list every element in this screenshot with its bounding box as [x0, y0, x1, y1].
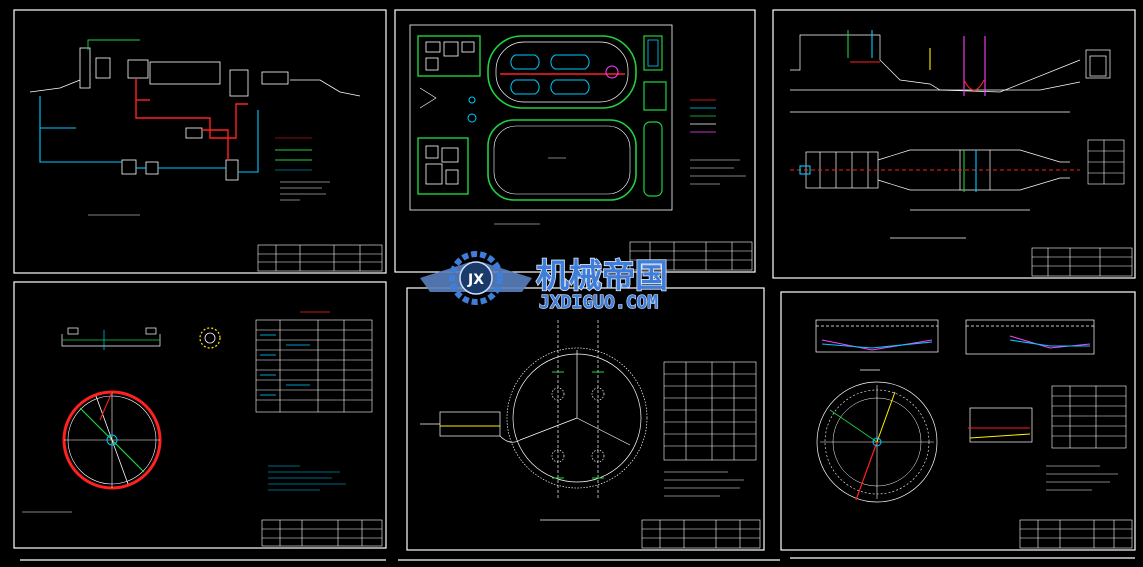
parameter-table	[255, 319, 373, 413]
notes	[1046, 465, 1118, 491]
pipe-cyan	[39, 96, 259, 173]
watermark-domain: JXDIGUO.COM	[539, 292, 658, 313]
section-accents	[821, 335, 1091, 439]
section-accents	[847, 30, 986, 96]
legend-lines	[88, 137, 330, 216]
sheet-channel-section[interactable]	[772, 9, 1136, 279]
watermark-title: 机械帝国	[536, 256, 668, 295]
tank-section	[61, 327, 161, 350]
tank-accents	[440, 371, 604, 479]
process-diagram	[29, 47, 361, 181]
sheet-circular-tank[interactable]	[406, 287, 765, 551]
title-block	[1031, 247, 1133, 277]
sheet-partial-row	[20, 557, 1135, 561]
legend-lines	[494, 99, 746, 225]
oxidation-ditch	[487, 35, 637, 109]
circular-clarifier	[62, 390, 162, 490]
table-accents	[260, 334, 310, 396]
sheet-process-flow[interactable]	[13, 9, 387, 274]
title-block	[1019, 519, 1133, 549]
watermark: JX 机械帝国 JXDIGUO.COM	[420, 251, 669, 314]
section-views	[815, 319, 1095, 443]
plan-accents	[790, 150, 1080, 192]
title-block	[261, 519, 383, 547]
spec-table	[1087, 139, 1125, 185]
title-block	[641, 519, 761, 549]
section-profile	[790, 34, 1111, 113]
gear-detail	[199, 327, 221, 349]
spec-table	[1051, 385, 1127, 449]
title-block	[257, 244, 383, 272]
notes	[268, 465, 346, 491]
pipe-red	[135, 78, 248, 160]
title-block	[629, 241, 753, 271]
pipe-green	[87, 39, 312, 161]
building-block-lower	[417, 137, 469, 195]
storage-pond	[487, 119, 637, 201]
sheet-clarifier-plan[interactable]	[13, 281, 387, 549]
sheet-sedimentation-tank[interactable]	[780, 291, 1136, 551]
sheet-site-plan[interactable]	[394, 9, 756, 273]
pump-house	[643, 35, 663, 71]
spec-table	[663, 361, 757, 461]
building-block	[417, 35, 481, 77]
logo-letters: JX	[467, 272, 484, 288]
jx-gear-logo-icon: JX	[420, 251, 532, 305]
notes	[664, 471, 744, 497]
tank-plan	[420, 320, 648, 521]
circular-plan	[816, 381, 938, 503]
